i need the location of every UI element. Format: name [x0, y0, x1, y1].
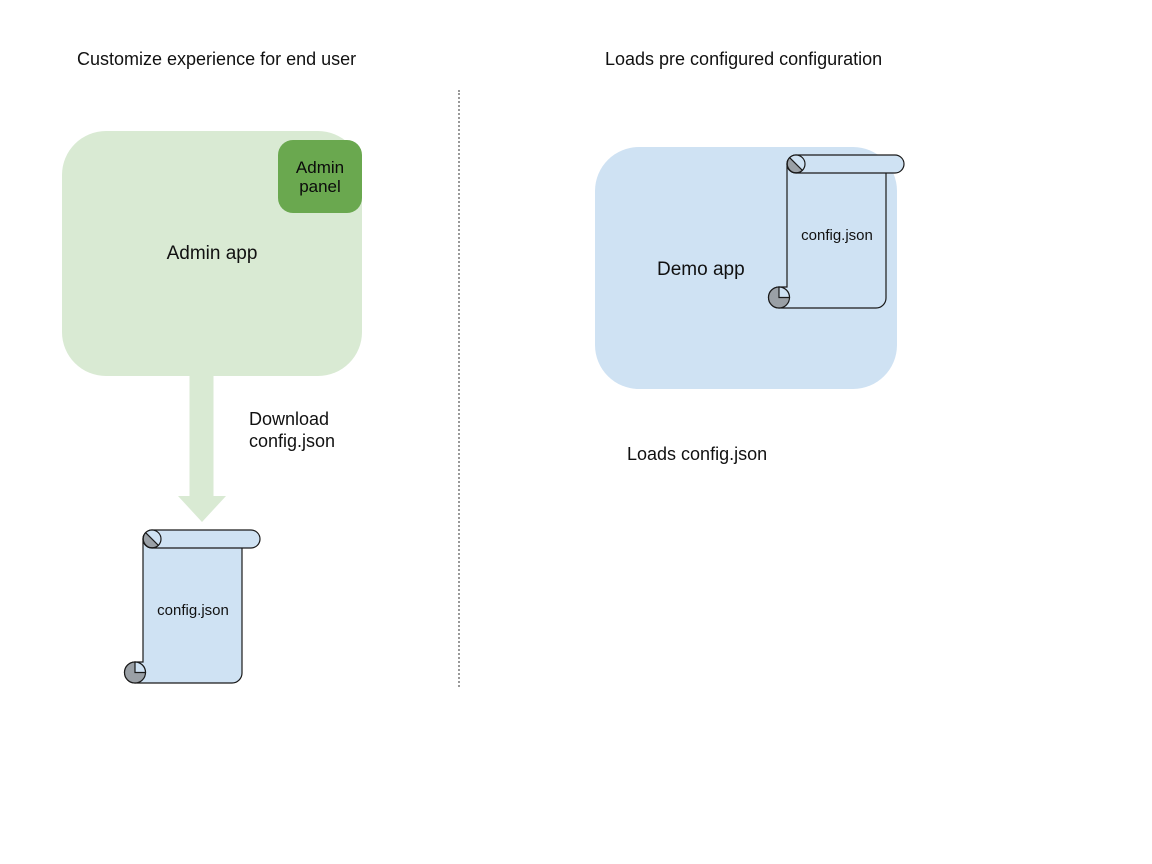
left-section-heading: Customize experience for end user — [77, 49, 357, 69]
config-file-label: config.json — [157, 602, 229, 619]
admin-panel-label: Admin panel — [295, 157, 345, 196]
download-arrow-icon — [178, 376, 226, 522]
right-section-heading: Loads pre configured configuration — [605, 49, 883, 69]
admin-app-box: Admin app Admin panel — [62, 131, 362, 376]
loads-config-caption: Loads config.json — [627, 444, 768, 464]
section-divider-line — [458, 90, 460, 687]
admin-panel-box: Admin panel — [278, 140, 362, 213]
scroll-shape-icon — [767, 154, 905, 309]
download-config-label: Download config.json — [249, 409, 336, 451]
config-file-scroll-right: config.json — [765, 149, 907, 313]
config-file-label: config.json — [801, 227, 873, 244]
config-file-scroll-left: config.json — [121, 524, 263, 688]
admin-app-label: Admin app — [166, 242, 258, 264]
scroll-shape-icon — [123, 529, 261, 684]
demo-app-label: Demo app — [657, 259, 745, 280]
